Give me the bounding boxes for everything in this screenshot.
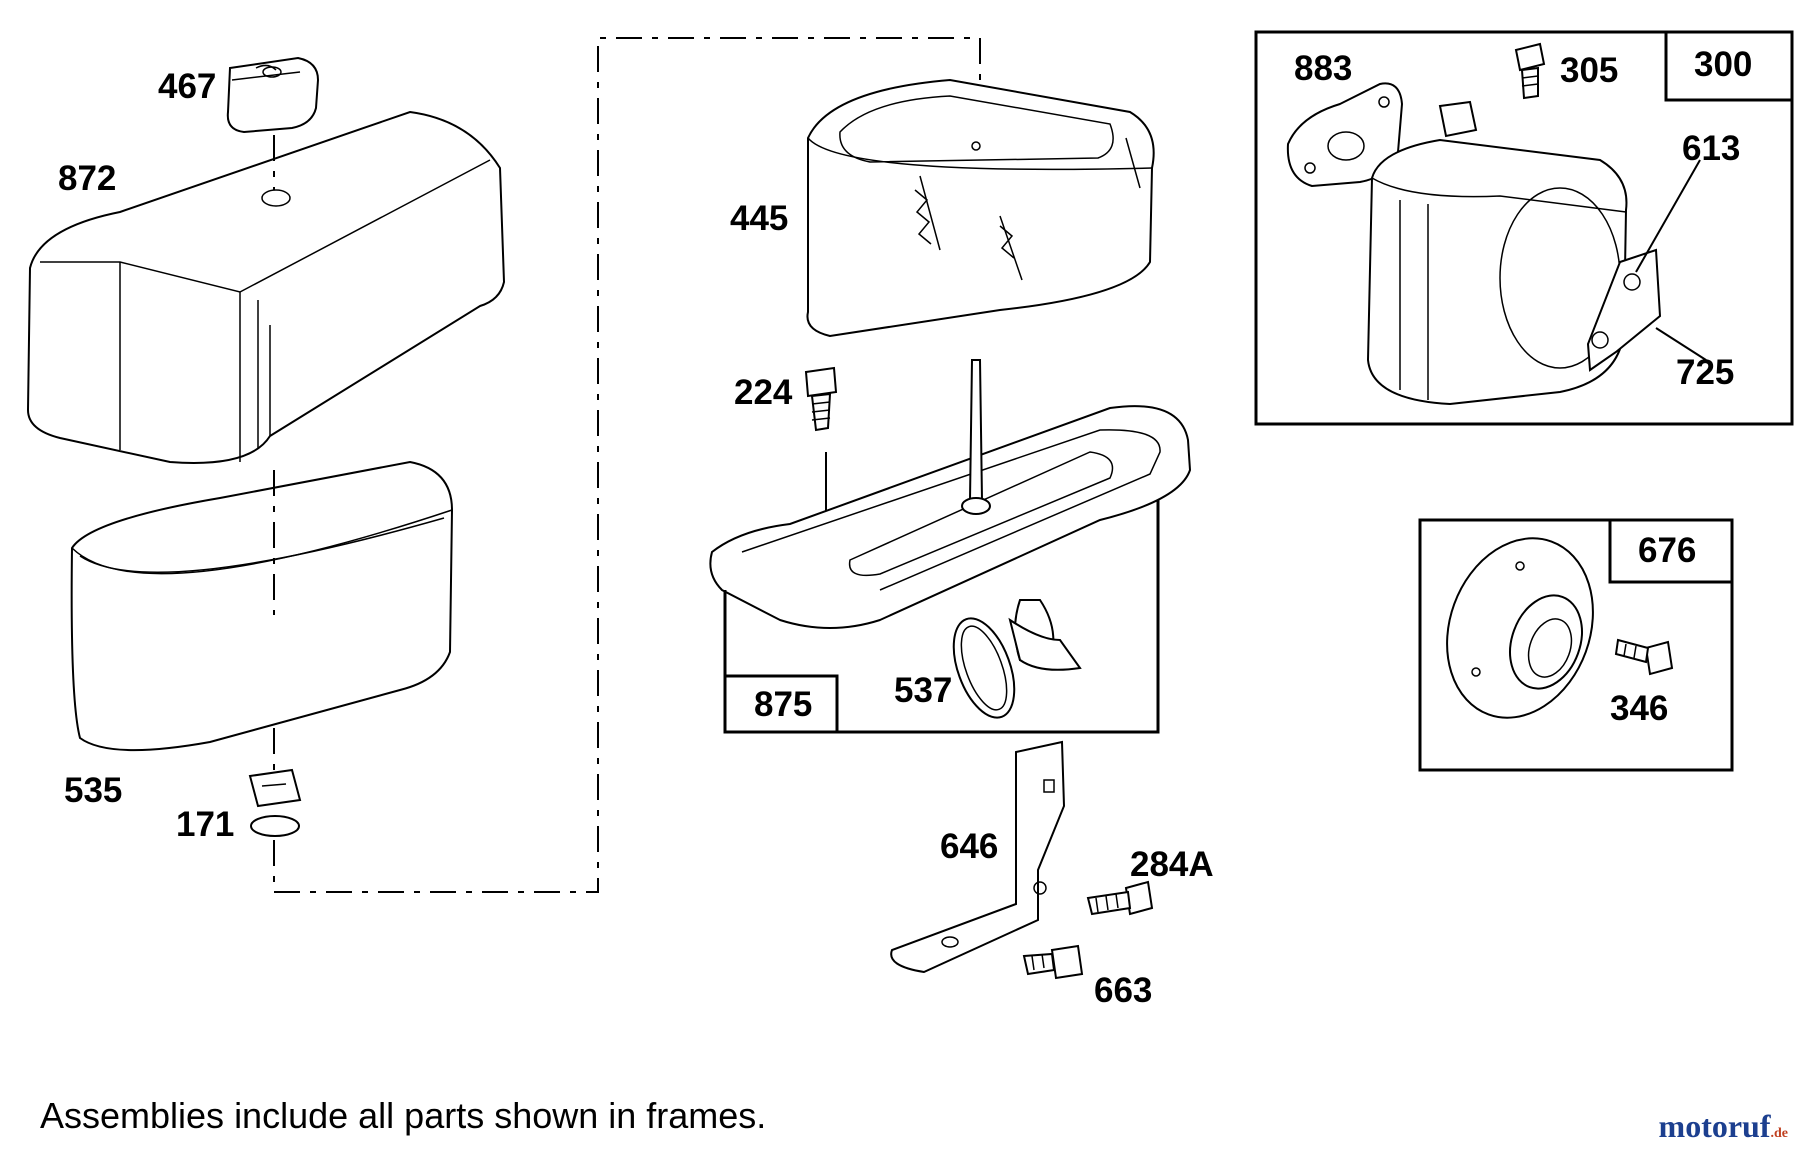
bracket-646-drawing <box>890 740 1066 974</box>
label-284A: 284A <box>1130 845 1214 884</box>
deflector-613-725-drawing <box>1586 248 1662 372</box>
grommet-171-drawing <box>248 768 302 837</box>
label-872: 872 <box>58 159 116 198</box>
knob-467-drawing <box>226 56 320 134</box>
label-883: 883 <box>1294 49 1352 88</box>
screw-346-drawing <box>1614 638 1674 676</box>
screw-305-drawing <box>1514 42 1546 100</box>
watermark-tld: .de <box>1770 1126 1789 1141</box>
label-171: 171 <box>176 805 234 844</box>
frame-label-875: 875 <box>754 685 812 724</box>
frame-300 <box>1254 30 1794 426</box>
label-663: 663 <box>1094 971 1152 1010</box>
label-535: 535 <box>64 771 122 810</box>
label-224: 224 <box>734 373 793 412</box>
frame-label-300: 300 <box>1694 45 1752 84</box>
screw-284A-drawing <box>1086 880 1154 916</box>
watermark-main: motoruf <box>1658 1108 1771 1144</box>
label-725: 725 <box>1676 353 1734 392</box>
screw-663-drawing <box>1022 944 1084 980</box>
site-watermark: motoruf.de <box>1659 1108 1788 1145</box>
label-305: 305 <box>1560 51 1618 90</box>
label-613: 613 <box>1682 129 1740 168</box>
label-646: 646 <box>940 827 998 866</box>
label-346: 346 <box>1610 689 1668 728</box>
element-445-drawing <box>806 78 1155 338</box>
filter-535-drawing <box>70 460 454 752</box>
frames-footnote: Assemblies include all parts shown in fr… <box>40 1095 767 1136</box>
label-467: 467 <box>158 67 216 106</box>
label-445: 445 <box>730 199 788 238</box>
frame-676 <box>1418 518 1734 772</box>
frame-label-676: 676 <box>1638 531 1696 570</box>
cover-872-drawing <box>26 110 506 464</box>
screw-224-drawing <box>804 366 838 432</box>
label-537: 537 <box>894 671 952 710</box>
gasket-537-drawing <box>952 617 1016 719</box>
gasket-883-drawing <box>1286 82 1404 188</box>
cap-676-drawing <box>1446 537 1594 719</box>
base-875-drawing <box>709 359 1192 671</box>
muffler-drawing <box>1366 100 1628 406</box>
